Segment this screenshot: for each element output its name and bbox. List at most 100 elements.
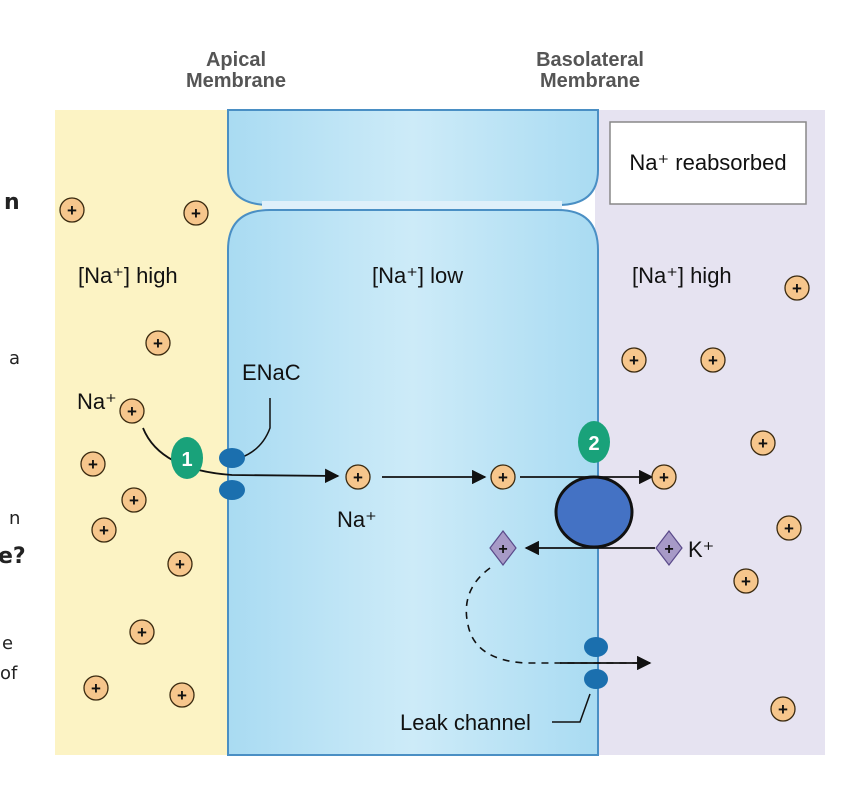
- na-ion-circle: [145, 330, 171, 356]
- na-ion-plus: +: [778, 700, 788, 719]
- na-ion-circle: [750, 430, 776, 456]
- sodium-ions: + + + + + + + + + + + + + + + + + + + + +: [59, 197, 810, 722]
- na-ion: +: [651, 464, 677, 490]
- apical-header-line1: Apical: [205, 49, 267, 71]
- k-ion-outside-plus: +: [664, 541, 673, 558]
- na-ion-circle: [700, 347, 726, 373]
- na-ion-circle: [129, 619, 155, 645]
- na-ion-plus: +: [758, 434, 768, 453]
- na-ion-plus: +: [498, 468, 508, 487]
- na-ion-plus: +: [741, 572, 751, 591]
- na-ion-circle: [119, 398, 145, 424]
- na-ion-circle: [59, 197, 85, 223]
- cut-off-text-n: n: [4, 190, 20, 215]
- cut-off-text-n2: n: [9, 508, 21, 529]
- na-ion-plus: +: [91, 679, 101, 698]
- cut-off-text-e2: e: [2, 633, 14, 654]
- na-ion-circle: [83, 675, 109, 701]
- na-ion-circle: [490, 464, 516, 490]
- na-reabsorbed-label: Na⁺ reabsorbed: [629, 150, 786, 175]
- na-ion-plus: +: [127, 402, 137, 421]
- basolateral-header-line1: Basolateral: [536, 49, 644, 71]
- na-ion: +: [167, 551, 193, 577]
- na-cell-label: Na⁺: [337, 507, 377, 532]
- na-ion: +: [119, 398, 145, 424]
- cell-concentration-label: [Na⁺] low: [372, 263, 463, 288]
- na-ion-circle: [91, 517, 117, 543]
- apical-header-line2: Membrane: [185, 70, 287, 92]
- na-ion-plus: +: [99, 521, 109, 540]
- na-ion-plus: +: [784, 519, 794, 538]
- leak-channel-label: Leak channel: [400, 710, 531, 735]
- interstitial-region: [595, 110, 825, 755]
- cut-off-text-a: a: [9, 348, 21, 369]
- epithelial-cell: [227, 209, 599, 756]
- upper-epithelial-cell: [227, 109, 599, 206]
- na-ion-circle: [784, 275, 810, 301]
- na-k-atpase-pump: [554, 475, 634, 549]
- apical-membrane-header: Apical Membrane: [166, 50, 306, 92]
- step-2-label: 2: [588, 433, 599, 455]
- leak-channel-lower: [584, 669, 608, 689]
- na-ion-circle: [651, 464, 677, 490]
- na-ion-circle: [621, 347, 647, 373]
- na-lumen-label: Na⁺: [77, 389, 117, 414]
- na-ion-plus: +: [175, 555, 185, 574]
- na-ion: +: [733, 568, 759, 594]
- na-ion-plus: +: [659, 468, 669, 487]
- na-reabsorbed-box: [609, 121, 807, 205]
- na-ion: +: [490, 464, 516, 490]
- enac-label: ENaC: [242, 360, 301, 385]
- na-ion-plus: +: [353, 468, 363, 487]
- na-ion: +: [183, 200, 209, 226]
- na-ion-plus: +: [67, 201, 77, 220]
- k-ion-inside-plus: +: [498, 541, 507, 558]
- na-ion: +: [80, 451, 106, 477]
- na-ion: +: [784, 275, 810, 301]
- leak-channel-upper: [584, 637, 608, 657]
- na-ion: +: [621, 347, 647, 373]
- na-ion-plus: +: [177, 686, 187, 705]
- na-ion-circle: [770, 696, 796, 722]
- na-ion-circle: [80, 451, 106, 477]
- na-ion: +: [776, 515, 802, 541]
- k-ion-label: K⁺: [688, 537, 714, 562]
- step-2-marker: 2: [578, 421, 610, 463]
- na-ion: +: [169, 682, 195, 708]
- na-ion-plus: +: [792, 279, 802, 298]
- na-ion: +: [91, 517, 117, 543]
- na-ion: +: [145, 330, 171, 356]
- leak-channel-pointer-line: [552, 693, 591, 723]
- na-ion-plus: +: [129, 491, 139, 510]
- na-ion: +: [129, 619, 155, 645]
- na-ion-circle: [733, 568, 759, 594]
- na-ion-plus: +: [137, 623, 147, 642]
- cut-off-text-of: of: [0, 663, 18, 684]
- step-1-marker: 1: [171, 437, 203, 479]
- na-ion: +: [83, 675, 109, 701]
- na-ion-plus: +: [88, 455, 98, 474]
- na-ion-plus: +: [191, 204, 201, 223]
- na-ion-circle: [345, 464, 371, 490]
- na-ion: +: [345, 464, 371, 490]
- na-ion-circle: [183, 200, 209, 226]
- lumen-concentration-label: [Na⁺] high: [78, 263, 178, 288]
- na-ion: +: [750, 430, 776, 456]
- enac-channel-lower: [219, 480, 245, 500]
- basolateral-membrane-header: Basolateral Membrane: [505, 50, 675, 92]
- na-ion-circle: [776, 515, 802, 541]
- k-ion-inside: +: [489, 530, 517, 566]
- na-ion: +: [59, 197, 85, 223]
- tight-junction: [262, 201, 562, 212]
- k-ion-outside: +: [655, 530, 683, 566]
- na-ion-plus: +: [629, 351, 639, 370]
- na-ion: +: [700, 347, 726, 373]
- basolateral-header-line2: Membrane: [539, 70, 641, 92]
- enac-channel-upper: [219, 448, 245, 468]
- na-ion-circle: [121, 487, 147, 513]
- cut-off-text-e: e?: [0, 544, 26, 569]
- na-ion: +: [121, 487, 147, 513]
- na-ion-circle: [167, 551, 193, 577]
